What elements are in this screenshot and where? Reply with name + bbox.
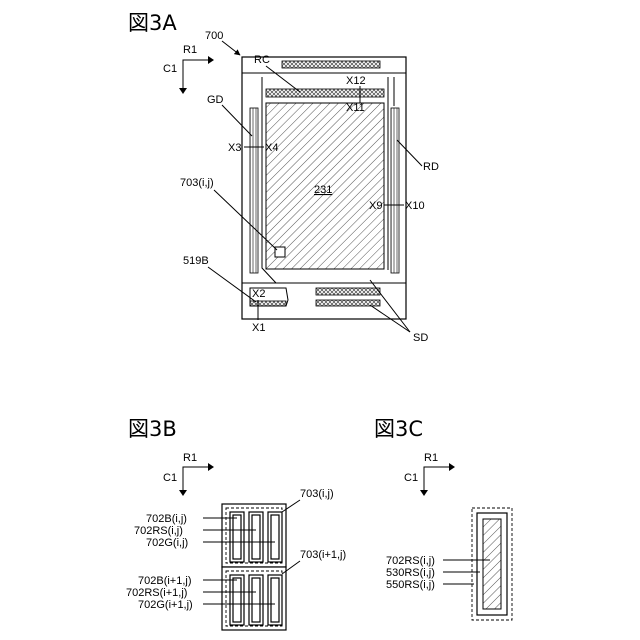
dir-r1-label-c: R1 [424, 452, 438, 464]
pixel-703-square [275, 247, 285, 257]
label-702rs-c: 702RS(i,j) [386, 555, 435, 567]
label-rd: RD [423, 161, 439, 173]
label-702rs-ij: 702RS(i,j) [134, 525, 183, 537]
label-x10: X10 [405, 200, 425, 212]
label-231: 231 [314, 184, 332, 196]
label-703ij-b: 703(i,j) [300, 488, 334, 500]
figure-3b-title: 図3B [128, 417, 177, 441]
label-x9: X9 [369, 200, 382, 212]
r1-arrow-icon [208, 56, 214, 64]
label-703i1j-b: 703(i+1,j) [300, 549, 346, 561]
subpixel-rs-bot-inner [252, 578, 260, 622]
label-702b-i1j: 702B(i+1,j) [138, 575, 192, 587]
label-702g-i1j: 702G(i+1,j) [138, 599, 193, 611]
label-703ij: 703(i,j) [180, 177, 214, 189]
label-702b-ij: 702B(i,j) [146, 513, 187, 525]
label-x1: X1 [252, 322, 265, 334]
label-x3: X3 [228, 142, 241, 154]
figure-3a: 図3A R1 C1 700 231 [128, 11, 439, 344]
figure-3c-title: 図3C [374, 417, 423, 441]
dir-c1-label-b: C1 [163, 472, 177, 484]
dir-r1-label-b: R1 [183, 452, 197, 464]
direction-indicator-a: R1 C1 [163, 44, 214, 94]
rc-top-stripe [282, 61, 380, 68]
label-530rs-c: 530RS(i,j) [386, 567, 435, 579]
subpixel-rs-top-inner [252, 515, 260, 559]
direction-indicator-c: R1 C1 [404, 452, 455, 496]
label-702rs-i1j: 702RS(i+1,j) [126, 587, 187, 599]
subpixel-b-top-inner [233, 515, 241, 559]
subpixel-b-bot-inner [233, 578, 241, 622]
c1-arrow-icon [179, 88, 187, 94]
dir-c1-label: C1 [163, 63, 177, 75]
c1-arrow-icon [179, 490, 187, 496]
label-700: 700 [205, 30, 223, 42]
label-x12: X12 [346, 75, 366, 87]
label-gd: GD [207, 94, 224, 106]
figure-3b: 図3B R1 C1 703(i,j) 703(i+1,j) [126, 417, 346, 630]
label-x4: X4 [265, 142, 278, 154]
subpixel-g-bot-inner [271, 578, 279, 622]
figure-3a-title: 図3A [128, 11, 177, 35]
label-rc: RC [254, 54, 270, 66]
sd-stripe-upper [316, 288, 380, 295]
label-x11: X11 [346, 102, 365, 114]
r1-arrow-icon [449, 463, 455, 471]
subpixel-702rs-hatched [483, 519, 501, 609]
axis-lines [183, 60, 208, 88]
direction-indicator-b: R1 C1 [163, 452, 214, 496]
upper-driver-stripe [266, 89, 384, 97]
r1-arrow-icon [208, 463, 214, 471]
label-sd: SD [413, 332, 428, 344]
dir-r1-label: R1 [183, 44, 197, 56]
rd-stripe [391, 108, 399, 273]
label-x2: X2 [252, 288, 265, 300]
axis-lines-b [183, 467, 208, 490]
gd-stripe [250, 108, 258, 273]
figure-3c: 図3C R1 C1 702RS(i,j) 530RS(i,j) 550RS(i,… [374, 417, 512, 620]
subpixel-g-top-inner [271, 515, 279, 559]
label-519b: 519B [183, 255, 209, 267]
label-702g-ij: 702G(i,j) [146, 537, 188, 549]
c1-arrow-icon [420, 490, 428, 496]
dir-c1-label-c: C1 [404, 472, 418, 484]
label-550rs-c: 550RS(i,j) [386, 579, 435, 591]
axis-lines-c [424, 467, 449, 490]
leader-700 [222, 41, 240, 55]
